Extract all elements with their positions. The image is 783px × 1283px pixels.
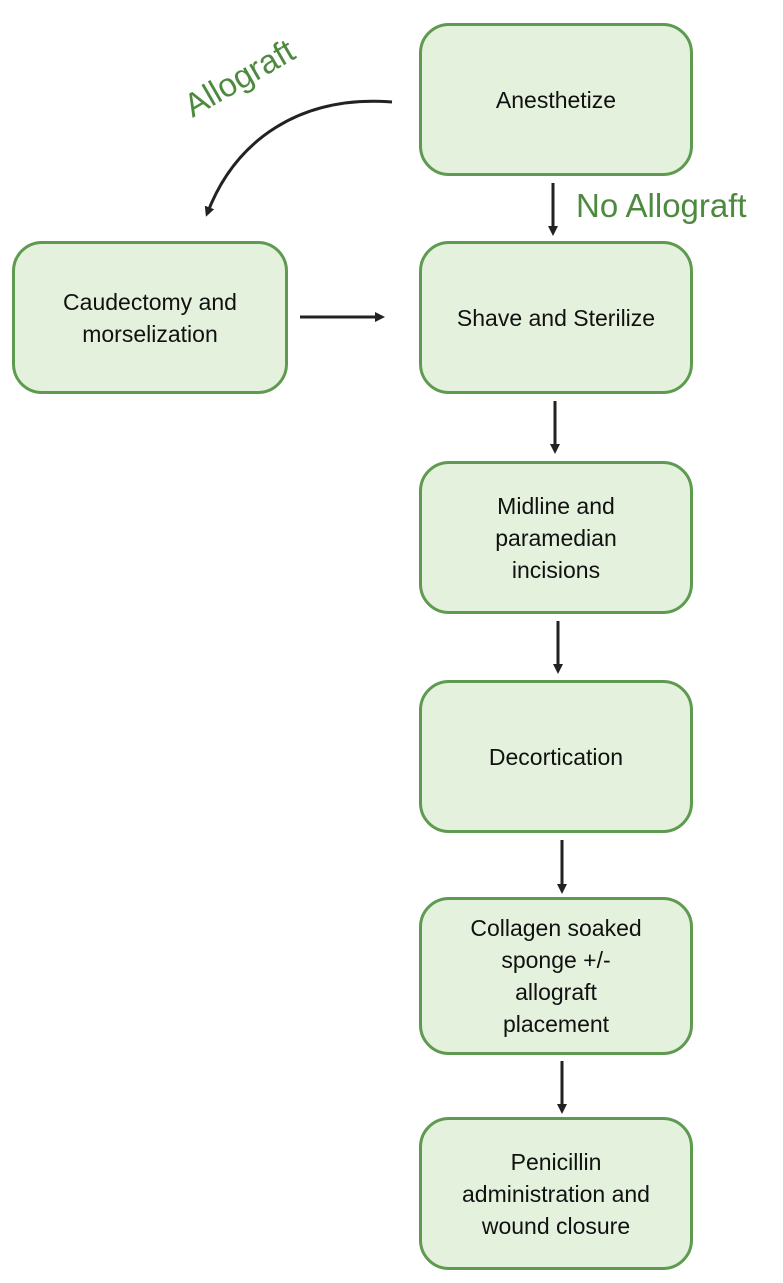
penicillin-closure-node: Penicillin administration and wound clos… bbox=[419, 1117, 693, 1270]
penicillin-closure-node-label: Penicillin administration and wound clos… bbox=[462, 1148, 650, 1239]
arrow-anesthetize-to-caudectomy bbox=[204, 99, 393, 217]
no-allograft-label: No Allograft bbox=[576, 187, 747, 224]
midline-incisions-node: Midline and paramedian incisions bbox=[419, 461, 693, 614]
anesthetize-node-label: Anesthetize bbox=[495, 86, 617, 113]
decortication-node-label: Decortication bbox=[488, 743, 624, 770]
collagen-sponge-node: Collagen soaked sponge +/- allograft pla… bbox=[419, 897, 693, 1055]
shave-sterilize-node-label: Shave and Sterilize bbox=[456, 304, 656, 331]
caudectomy-node-label: Caudectomy and morselization bbox=[63, 288, 237, 347]
decortication-node: Decortication bbox=[419, 680, 693, 833]
collagen-sponge-node-label: Collagen soaked sponge +/- allograft pla… bbox=[470, 915, 642, 1037]
midline-incisions-node-label: Midline and paramedian incisions bbox=[495, 492, 617, 583]
caudectomy-node: Caudectomy and morselization bbox=[12, 241, 288, 394]
shave-sterilize-node: Shave and Sterilize bbox=[419, 241, 693, 394]
anesthetize-node: Anesthetize bbox=[419, 23, 693, 176]
